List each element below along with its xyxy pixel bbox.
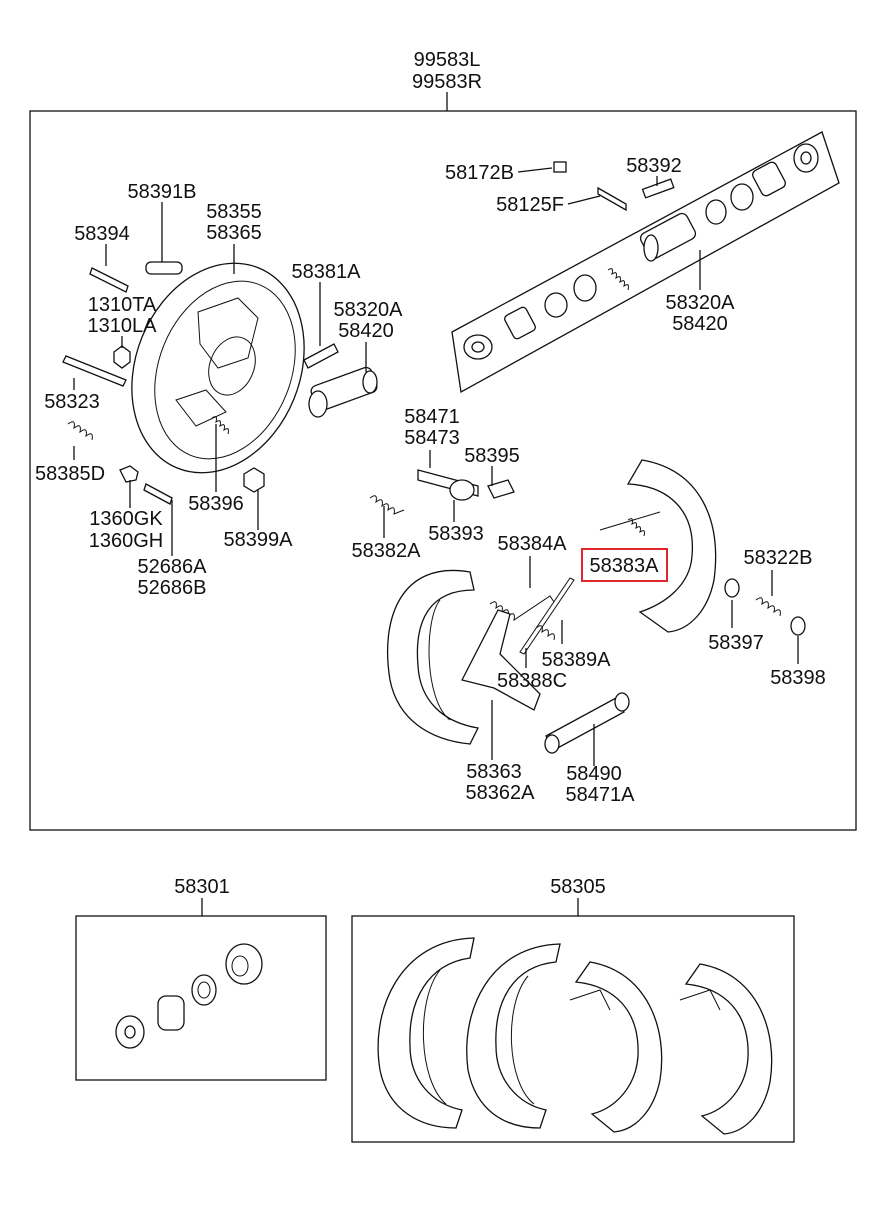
spring-58385D: [67, 421, 93, 441]
bleeder-cap: [553, 161, 567, 173]
backing-plate: [131, 262, 305, 474]
bleeder-screw: [597, 186, 627, 212]
bolt-52686A: [143, 483, 173, 505]
part-label-58384A: 58384A: [498, 533, 568, 555]
part-label-52686A: 52686A: [138, 556, 208, 578]
part-label-58323: 58323: [44, 391, 100, 413]
brake-shoe-set: [377, 937, 773, 1135]
part-label-58320A-top: 58320A: [666, 292, 736, 314]
part-label-58320A-mid: 58320A: [334, 299, 404, 321]
cylinder-label-plate: [641, 178, 675, 199]
clip-58393: [449, 479, 475, 501]
part-label-58471A: 58471A: [566, 784, 636, 806]
part-label-58125F: 58125F: [496, 194, 564, 216]
main-assembly-frame: [29, 110, 857, 831]
part-label-58393: 58393: [428, 523, 484, 545]
brake-shoe-right: [599, 459, 717, 633]
part-label-58391B: 58391B: [128, 181, 197, 203]
washer-58397: [724, 578, 740, 598]
part-label-58355: 58355: [206, 201, 262, 223]
brake-shoe-left: [386, 569, 479, 745]
bolt-58394: [89, 267, 129, 293]
part-label-1360GH: 1360GH: [89, 530, 164, 552]
adjuster-58388C: [519, 577, 575, 655]
part-label-58490: 58490: [566, 763, 622, 785]
clip-58395: [487, 479, 515, 499]
bracket-58381A: [303, 343, 339, 369]
part-label-58420-mid: 58420: [338, 320, 394, 342]
spring-58389A: [535, 625, 555, 641]
part-label-58365: 58365: [206, 222, 262, 244]
part-label-58389A: 58389A: [542, 649, 612, 671]
part-label-58385D: 58385D: [35, 463, 105, 485]
part-label-58396: 58396: [188, 493, 244, 515]
part-label-58420-top: 58420: [672, 313, 728, 335]
plug-58391B: [145, 261, 183, 275]
nut-1310TA: [113, 345, 131, 369]
parking-lever-58363: [461, 609, 541, 711]
kit-frame-58301: [75, 915, 327, 1081]
part-label-58397: 58397: [708, 632, 764, 654]
part-label-58392: 58392: [626, 155, 682, 177]
washer-1360GK: [119, 465, 139, 483]
kit-label-58305: 58305: [550, 876, 606, 898]
leader-lines: [73, 167, 799, 766]
adjuster-screw-58490: [544, 692, 630, 754]
part-label-58322B: 58322B: [744, 547, 813, 569]
kit-label-58301: 58301: [174, 876, 230, 898]
kit-frame-58305: [351, 915, 795, 1143]
assembly-label-right: 99583R: [412, 71, 482, 93]
nut-58399A: [243, 467, 265, 493]
part-label-58395: 58395: [464, 445, 520, 467]
part-label-58172B: 58172B: [445, 162, 514, 184]
part-label-58363: 58363: [466, 761, 522, 783]
part-label-58388C: 58388C: [497, 670, 567, 692]
wheel-cylinder: [308, 366, 378, 418]
assembly-label-left: 99583L: [414, 49, 481, 71]
part-label-58382A: 58382A: [352, 540, 422, 562]
pin-58323: [62, 355, 127, 387]
part-label-58383A[interactable]: 58383A: [590, 555, 660, 577]
spring-58382A: [369, 495, 405, 515]
part-label-58399A: 58399A: [224, 529, 294, 551]
spring-58322B: [755, 597, 781, 617]
part-label-1310LA: 1310LA: [88, 315, 158, 337]
part-label-58398: 58398: [770, 667, 826, 689]
part-label-52686B: 52686B: [138, 577, 207, 599]
part-label-58471: 58471: [404, 406, 460, 428]
part-label-58381A: 58381A: [292, 261, 362, 283]
washer-58398: [790, 616, 806, 636]
wheel-cylinder-repair-kit: [115, 943, 263, 1049]
part-label-1310TA: 1310TA: [88, 294, 157, 316]
part-label-58362A: 58362A: [466, 782, 536, 804]
part-label-58394: 58394: [74, 223, 130, 245]
wheel-cylinder-exploded-panel: [451, 131, 840, 394]
part-label-1360GK: 1360GK: [89, 508, 163, 530]
part-label-58473: 58473: [404, 427, 460, 449]
highlight-box-58383A: [581, 548, 668, 582]
